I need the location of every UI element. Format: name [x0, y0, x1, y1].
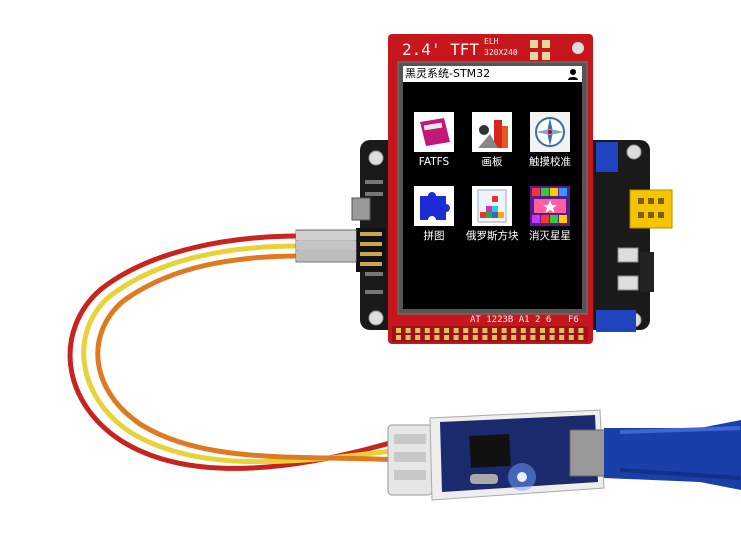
header-pin [405, 335, 411, 340]
tft-bottom-marking-2: F6 [568, 315, 579, 325]
header-pin [540, 335, 545, 340]
header-pin [492, 328, 497, 333]
paint-icon [472, 112, 512, 152]
header-pin [434, 328, 440, 333]
header-pin [511, 328, 517, 333]
wire-yellow [81, 243, 403, 465]
header-pin [568, 335, 574, 340]
header-pin [463, 335, 469, 340]
usb-ttl-adapter [387, 409, 741, 501]
header-pin [501, 335, 507, 340]
user-icon [568, 69, 578, 80]
header-pin [549, 335, 555, 340]
compass-icon [530, 112, 570, 152]
header-pin [540, 328, 545, 333]
pin-header-yellow [629, 189, 673, 229]
puzzle-icon [414, 186, 454, 226]
micro-usb-port [351, 197, 371, 221]
status-bar: 黑灵系统-STM32 [403, 66, 582, 83]
app-label: 触摸校准 [529, 156, 571, 168]
reset-button [617, 247, 639, 263]
dupont-connector [295, 229, 357, 263]
star-game-icon [530, 186, 570, 226]
key-button [617, 275, 639, 291]
sd-card-icon [414, 112, 454, 152]
app-paint[interactable]: 画板 [466, 112, 518, 169]
header-pin [559, 335, 565, 340]
wire-harness [67, 233, 403, 471]
status-led [517, 472, 527, 482]
usb-a-plug [569, 429, 607, 477]
mount-hole [626, 144, 642, 160]
header-pin [511, 335, 517, 340]
header-pin [559, 328, 565, 333]
app-touch-calibrate[interactable]: 触摸校准 [524, 112, 576, 169]
usb-serial-chip [469, 433, 511, 469]
header-pin [501, 328, 507, 333]
header-pin [444, 328, 449, 333]
app-tetris[interactable]: 俄罗斯方块 [466, 186, 519, 243]
header-pin [482, 328, 488, 333]
header-pin [453, 328, 459, 333]
pin-header-right-blue [596, 142, 636, 332]
app-label: 拼图 [423, 230, 445, 242]
screen-title: 黑灵系统-STM32 [405, 67, 491, 80]
tft-screen: 黑灵系统-STM32 FATFS 画板 [403, 66, 582, 309]
wire-orange [95, 253, 403, 463]
header-pin [424, 328, 430, 333]
header-pin [530, 328, 536, 333]
header-pin [463, 328, 469, 333]
tft-resolution-label: 320X240 [484, 48, 518, 57]
header-pin [492, 335, 497, 340]
header-pin [396, 335, 401, 340]
app-star-game[interactable]: 消灭星星 [524, 186, 576, 243]
mount-hole [368, 310, 384, 326]
pin-header-left [356, 228, 386, 272]
app-fatfs[interactable]: FATFS [408, 112, 460, 169]
header-pin [396, 328, 401, 333]
mount-hole [368, 150, 384, 166]
header-pin [530, 335, 536, 340]
header-pin [482, 335, 488, 340]
header-pin [549, 328, 555, 333]
header-pin [444, 335, 449, 340]
wire-red [67, 233, 403, 471]
header-pin [578, 328, 584, 333]
header-pin [415, 328, 421, 333]
header-pin [472, 335, 478, 340]
tft-brand-label: ELH [484, 37, 499, 46]
header-pin [415, 335, 421, 340]
header-pin [578, 335, 584, 340]
header-pin [424, 335, 430, 340]
header-pin [405, 328, 411, 333]
app-puzzle[interactable]: 拼图 [408, 186, 460, 243]
tft-pin-strip [392, 326, 588, 342]
tft-bottom-marking: AT 1223B A1 2 6 [470, 315, 551, 325]
tetris-icon [472, 186, 512, 226]
app-label: 画板 [481, 156, 503, 168]
app-label: 俄罗斯方块 [466, 230, 519, 242]
header-pin [453, 335, 459, 340]
header-pin [520, 328, 526, 333]
header-pin [568, 328, 574, 333]
app-label: 消灭星星 [529, 230, 571, 242]
header-pin [520, 335, 526, 340]
app-label: FATFS [418, 156, 450, 168]
header-pin [434, 335, 440, 340]
header-pin [472, 328, 478, 333]
tft-size-label: 2.4' TFT [402, 40, 479, 59]
